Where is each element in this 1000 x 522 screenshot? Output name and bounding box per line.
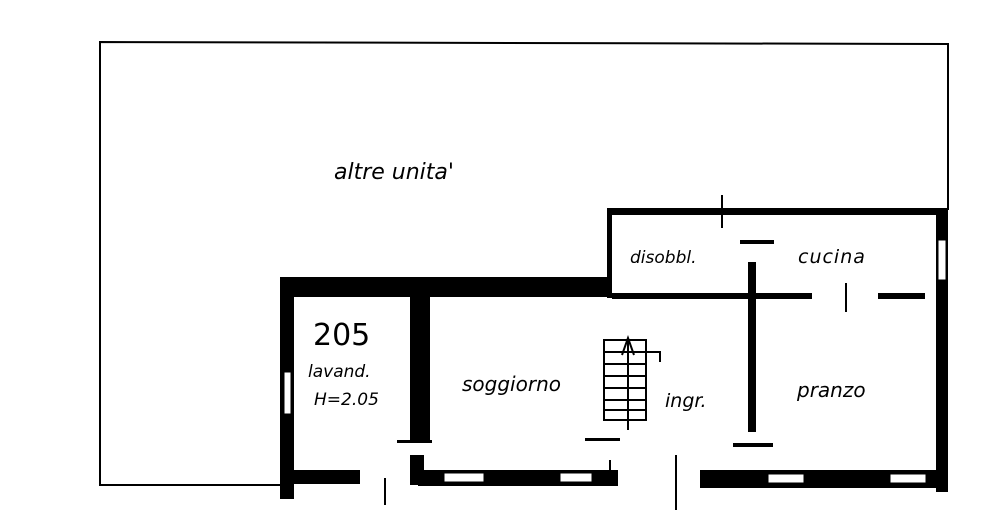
window — [559, 472, 593, 483]
window — [889, 473, 927, 484]
window — [937, 239, 947, 281]
wall-upper-left — [607, 208, 612, 298]
door-soggiorno-stub — [585, 438, 620, 441]
wall-pranzo-stub — [733, 443, 773, 447]
window — [767, 473, 805, 484]
label-soggiorno: soggiorno — [462, 372, 561, 396]
door-ticks — [384, 195, 847, 510]
label-ingr: ingr. — [665, 390, 707, 412]
label-height: H=2.05 — [314, 390, 379, 410]
label-lavand: lavand. — [308, 362, 371, 382]
label-other-units: altre unita' — [334, 160, 454, 185]
wall-lavand-partition — [410, 297, 430, 440]
wall-upper-top — [607, 208, 948, 215]
windows — [283, 239, 947, 484]
wall-middle-b — [878, 293, 925, 299]
staircase — [603, 334, 661, 430]
wall-bottom-lavand — [294, 470, 360, 484]
outer-boundary — [99, 40, 949, 486]
window — [283, 371, 292, 415]
wall-main-top — [280, 277, 612, 297]
window — [443, 472, 485, 483]
label-cucina: cucina — [798, 246, 866, 268]
wall-disobbl-cucina-stub — [740, 240, 774, 244]
label-disobbl: disobbl. — [630, 248, 697, 268]
label-room-number: 205 — [313, 318, 371, 353]
wall-middle-a — [612, 293, 812, 299]
wall-bottom-b — [700, 470, 940, 488]
wall-ingr-pranzo — [748, 262, 756, 432]
label-pranzo: pranzo — [797, 378, 866, 402]
door-lavand-stub — [397, 440, 432, 443]
